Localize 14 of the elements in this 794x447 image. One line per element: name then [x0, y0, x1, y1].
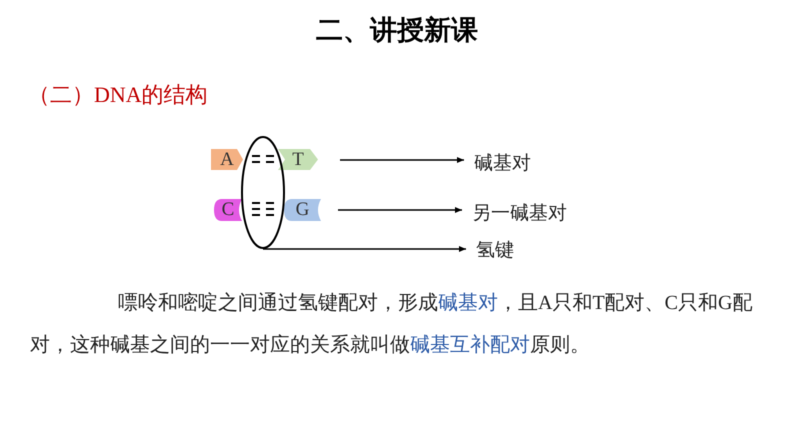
ellipse-outline — [241, 136, 285, 249]
base-tag: C — [214, 199, 242, 221]
arrow-label: 碱基对 — [474, 150, 554, 176]
arrow — [340, 157, 464, 163]
arrow — [338, 207, 462, 213]
body-paragraph: 嘌呤和嘧啶之间通过氢键配对，形成碱基对，且A只和T配对、C只和G配对，这种碱基之间的一一对应的关系就叫做碱基互补配对原则。 — [30, 291, 754, 358]
arrow-label: 氢键 — [476, 237, 536, 263]
base-tag: G — [284, 199, 321, 221]
base-tag: A — [211, 149, 243, 170]
slide-title: 二、讲授新课 — [315, 14, 479, 48]
arrow — [263, 246, 466, 252]
arrow-label: 另一碱基对 — [472, 200, 592, 226]
section-heading: （二）DNA的结构 — [28, 81, 208, 109]
base-tag: T — [278, 149, 318, 170]
